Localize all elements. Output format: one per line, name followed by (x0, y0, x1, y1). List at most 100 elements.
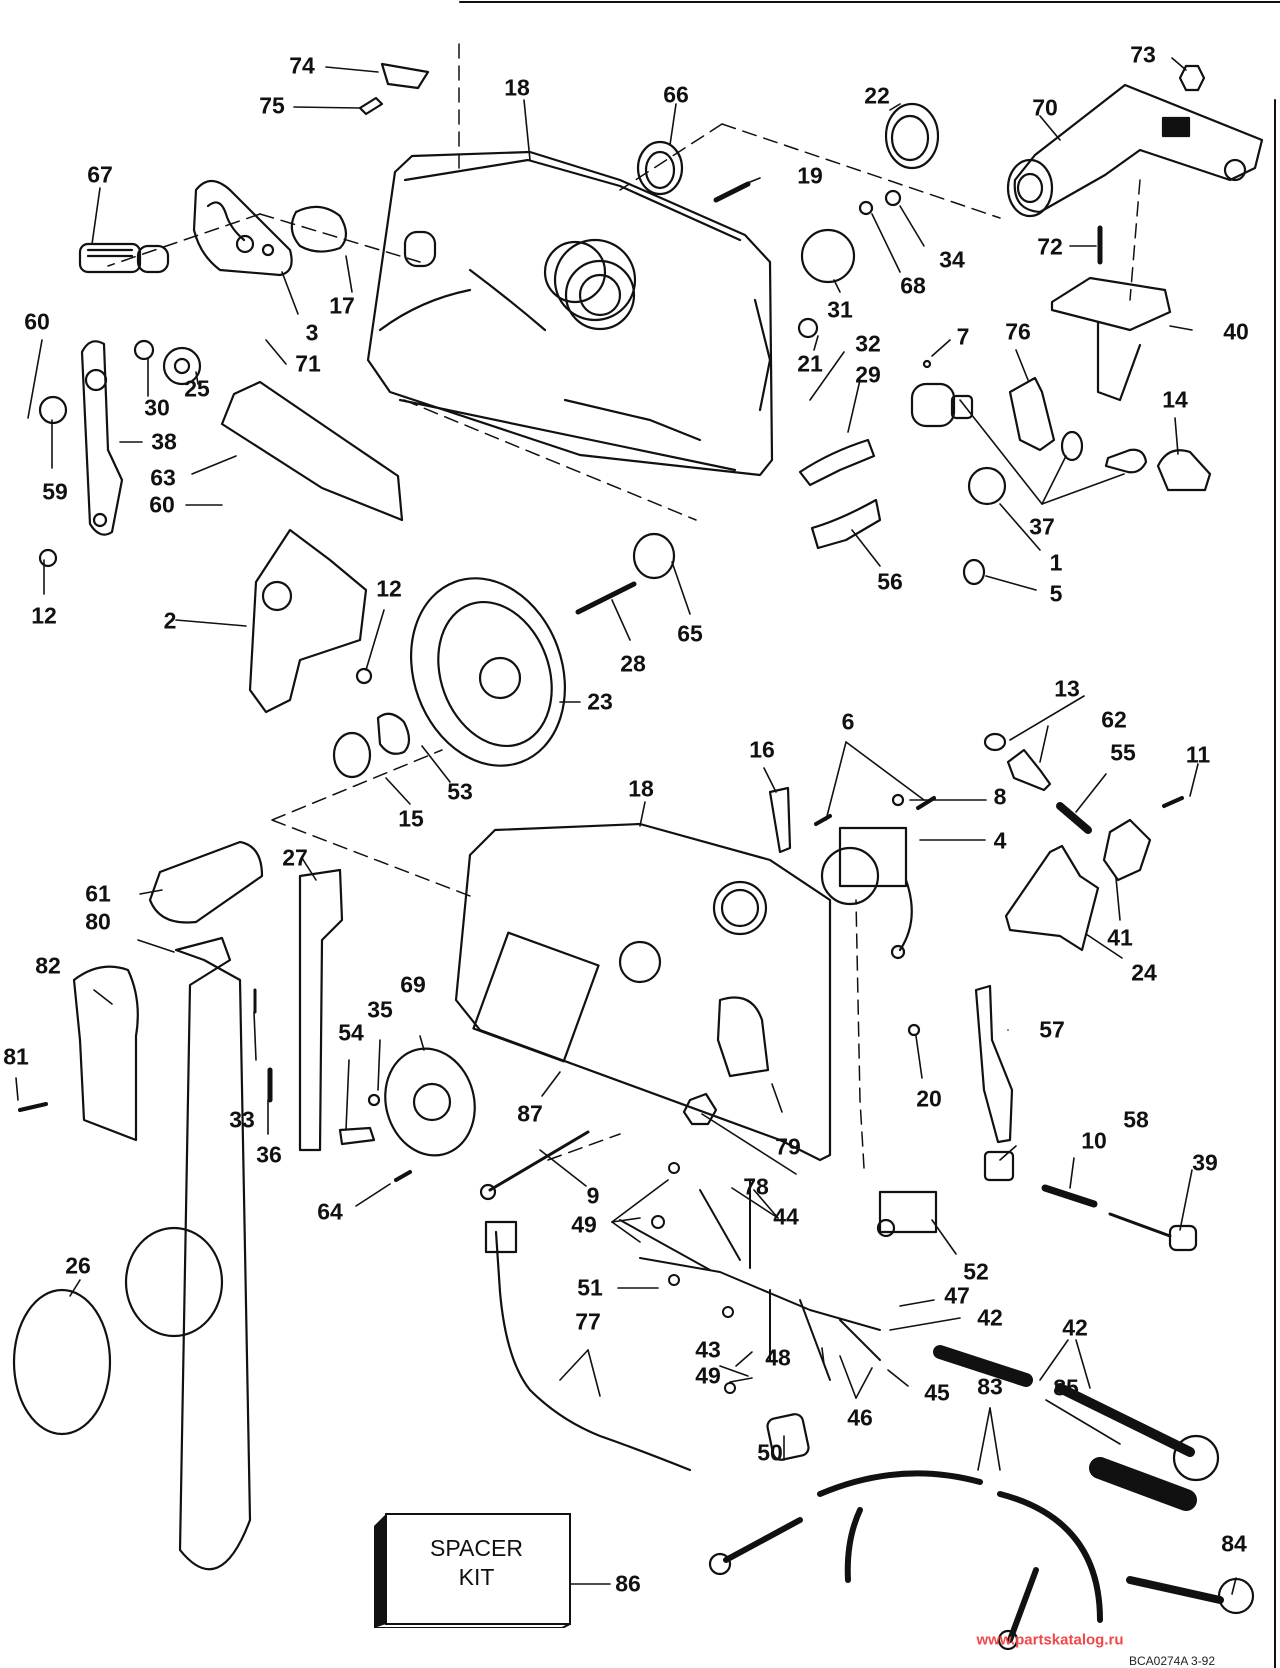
callout-27: 27 (282, 844, 308, 871)
callout-12-left: 12 (31, 602, 57, 629)
callout-52: 52 (963, 1258, 989, 1285)
callout-9: 9 (586, 1182, 600, 1209)
upper-housing-part-18 (366, 150, 774, 477)
part-54 (338, 1126, 376, 1146)
spacer-kit-outline (374, 1513, 571, 1628)
part-55 (1056, 802, 1092, 834)
callout-49-lower: 49 (695, 1362, 721, 1389)
part-4 (838, 826, 908, 888)
part-42a (933, 1345, 1033, 1387)
part-6a (814, 814, 832, 826)
callout-29: 29 (855, 361, 881, 388)
callout-19: 19 (797, 162, 823, 189)
part-24 (1004, 844, 1100, 952)
callout-2: 2 (163, 607, 177, 634)
callout-20: 20 (916, 1085, 942, 1112)
part-30 (133, 339, 155, 361)
part-62 (1006, 748, 1052, 792)
callout-18-lower: 18 (628, 775, 654, 802)
callout-30: 30 (144, 394, 170, 421)
part-65 (632, 532, 676, 580)
callout-62: 62 (1101, 706, 1127, 733)
part-31 (800, 228, 856, 284)
part-2 (248, 528, 368, 714)
part-70 (1006, 83, 1264, 218)
leader-lines (15, 57, 1237, 1595)
callout-69: 69 (400, 971, 426, 998)
callout-6: 6 (841, 708, 855, 735)
part-8 (891, 793, 905, 807)
part-42b (1055, 1383, 1195, 1457)
callout-1: 1 (1049, 549, 1063, 576)
callout-70: 70 (1032, 94, 1058, 121)
part-81 (18, 1102, 48, 1112)
spacer-kit-box: SPACER KIT (372, 1512, 571, 1628)
callout-31: 31 (827, 296, 853, 323)
watermark: www.partskatalog.ru (976, 1631, 1124, 1649)
part-68 (858, 200, 874, 216)
part-20 (907, 1023, 921, 1037)
part-29 (798, 438, 876, 487)
callout-46: 46 (847, 1404, 873, 1431)
callout-36: 36 (256, 1141, 282, 1168)
callout-56: 56 (877, 568, 903, 595)
callout-85: 85 (1053, 1374, 1079, 1401)
part-52 (878, 1190, 938, 1234)
callout-60-lower: 60 (149, 491, 175, 518)
callout-3: 3 (305, 319, 319, 346)
part-14 (1156, 449, 1212, 492)
callout-25: 25 (184, 375, 210, 402)
part-13 (983, 732, 1007, 752)
part-1 (967, 466, 1007, 506)
part-73 (1178, 64, 1206, 92)
part-15 (332, 731, 372, 779)
part-85 (1089, 1457, 1197, 1511)
part-74 (380, 62, 430, 90)
part-26 (12, 1288, 112, 1436)
part-39 (1108, 1212, 1172, 1238)
callout-12-mid: 12 (376, 575, 402, 602)
part-16 (768, 786, 792, 854)
callout-83: 83 (977, 1373, 1003, 1400)
part-35 (367, 1093, 381, 1107)
callout-44: 44 (773, 1203, 799, 1230)
callout-43: 43 (695, 1336, 721, 1363)
callout-11: 11 (1185, 741, 1211, 768)
part-69 (384, 1047, 476, 1157)
part-53 (376, 712, 411, 755)
part-64 (394, 1170, 412, 1182)
part-66 (636, 140, 684, 196)
part-5 (962, 558, 986, 586)
callout-80: 80 (85, 908, 111, 935)
part-9 (488, 1130, 590, 1192)
callout-38: 38 (151, 428, 177, 455)
callout-57: 57 (1039, 1016, 1065, 1043)
part-12a (38, 548, 58, 568)
callout-50: 50 (757, 1439, 783, 1466)
figure-code: BCA0274A 3-92 (1128, 1654, 1216, 1668)
part-58 (983, 1150, 1015, 1182)
callout-74: 74 (289, 52, 315, 79)
callout-4: 4 (993, 827, 1007, 854)
part-22 (884, 102, 940, 170)
callout-76: 76 (1005, 318, 1031, 345)
callout-61: 61 (85, 880, 111, 907)
part-40 (1050, 276, 1172, 332)
callout-64: 64 (317, 1198, 343, 1225)
part-77 (494, 1230, 692, 1472)
callout-17: 17 (329, 292, 355, 319)
part-3 (192, 179, 293, 277)
part-78 (682, 1092, 718, 1126)
callout-7: 7 (956, 323, 970, 350)
callout-18-upper: 18 (504, 74, 530, 101)
part-41 (1102, 818, 1152, 882)
assembly-lines (107, 123, 1141, 1169)
callout-60-upper: 60 (24, 308, 50, 335)
callout-72: 72 (1037, 233, 1063, 260)
part-76 (1008, 376, 1056, 452)
wire-harness (619, 1162, 881, 1394)
callout-23: 23 (587, 688, 613, 715)
callout-75: 75 (259, 92, 285, 119)
callout-63: 63 (150, 464, 176, 491)
